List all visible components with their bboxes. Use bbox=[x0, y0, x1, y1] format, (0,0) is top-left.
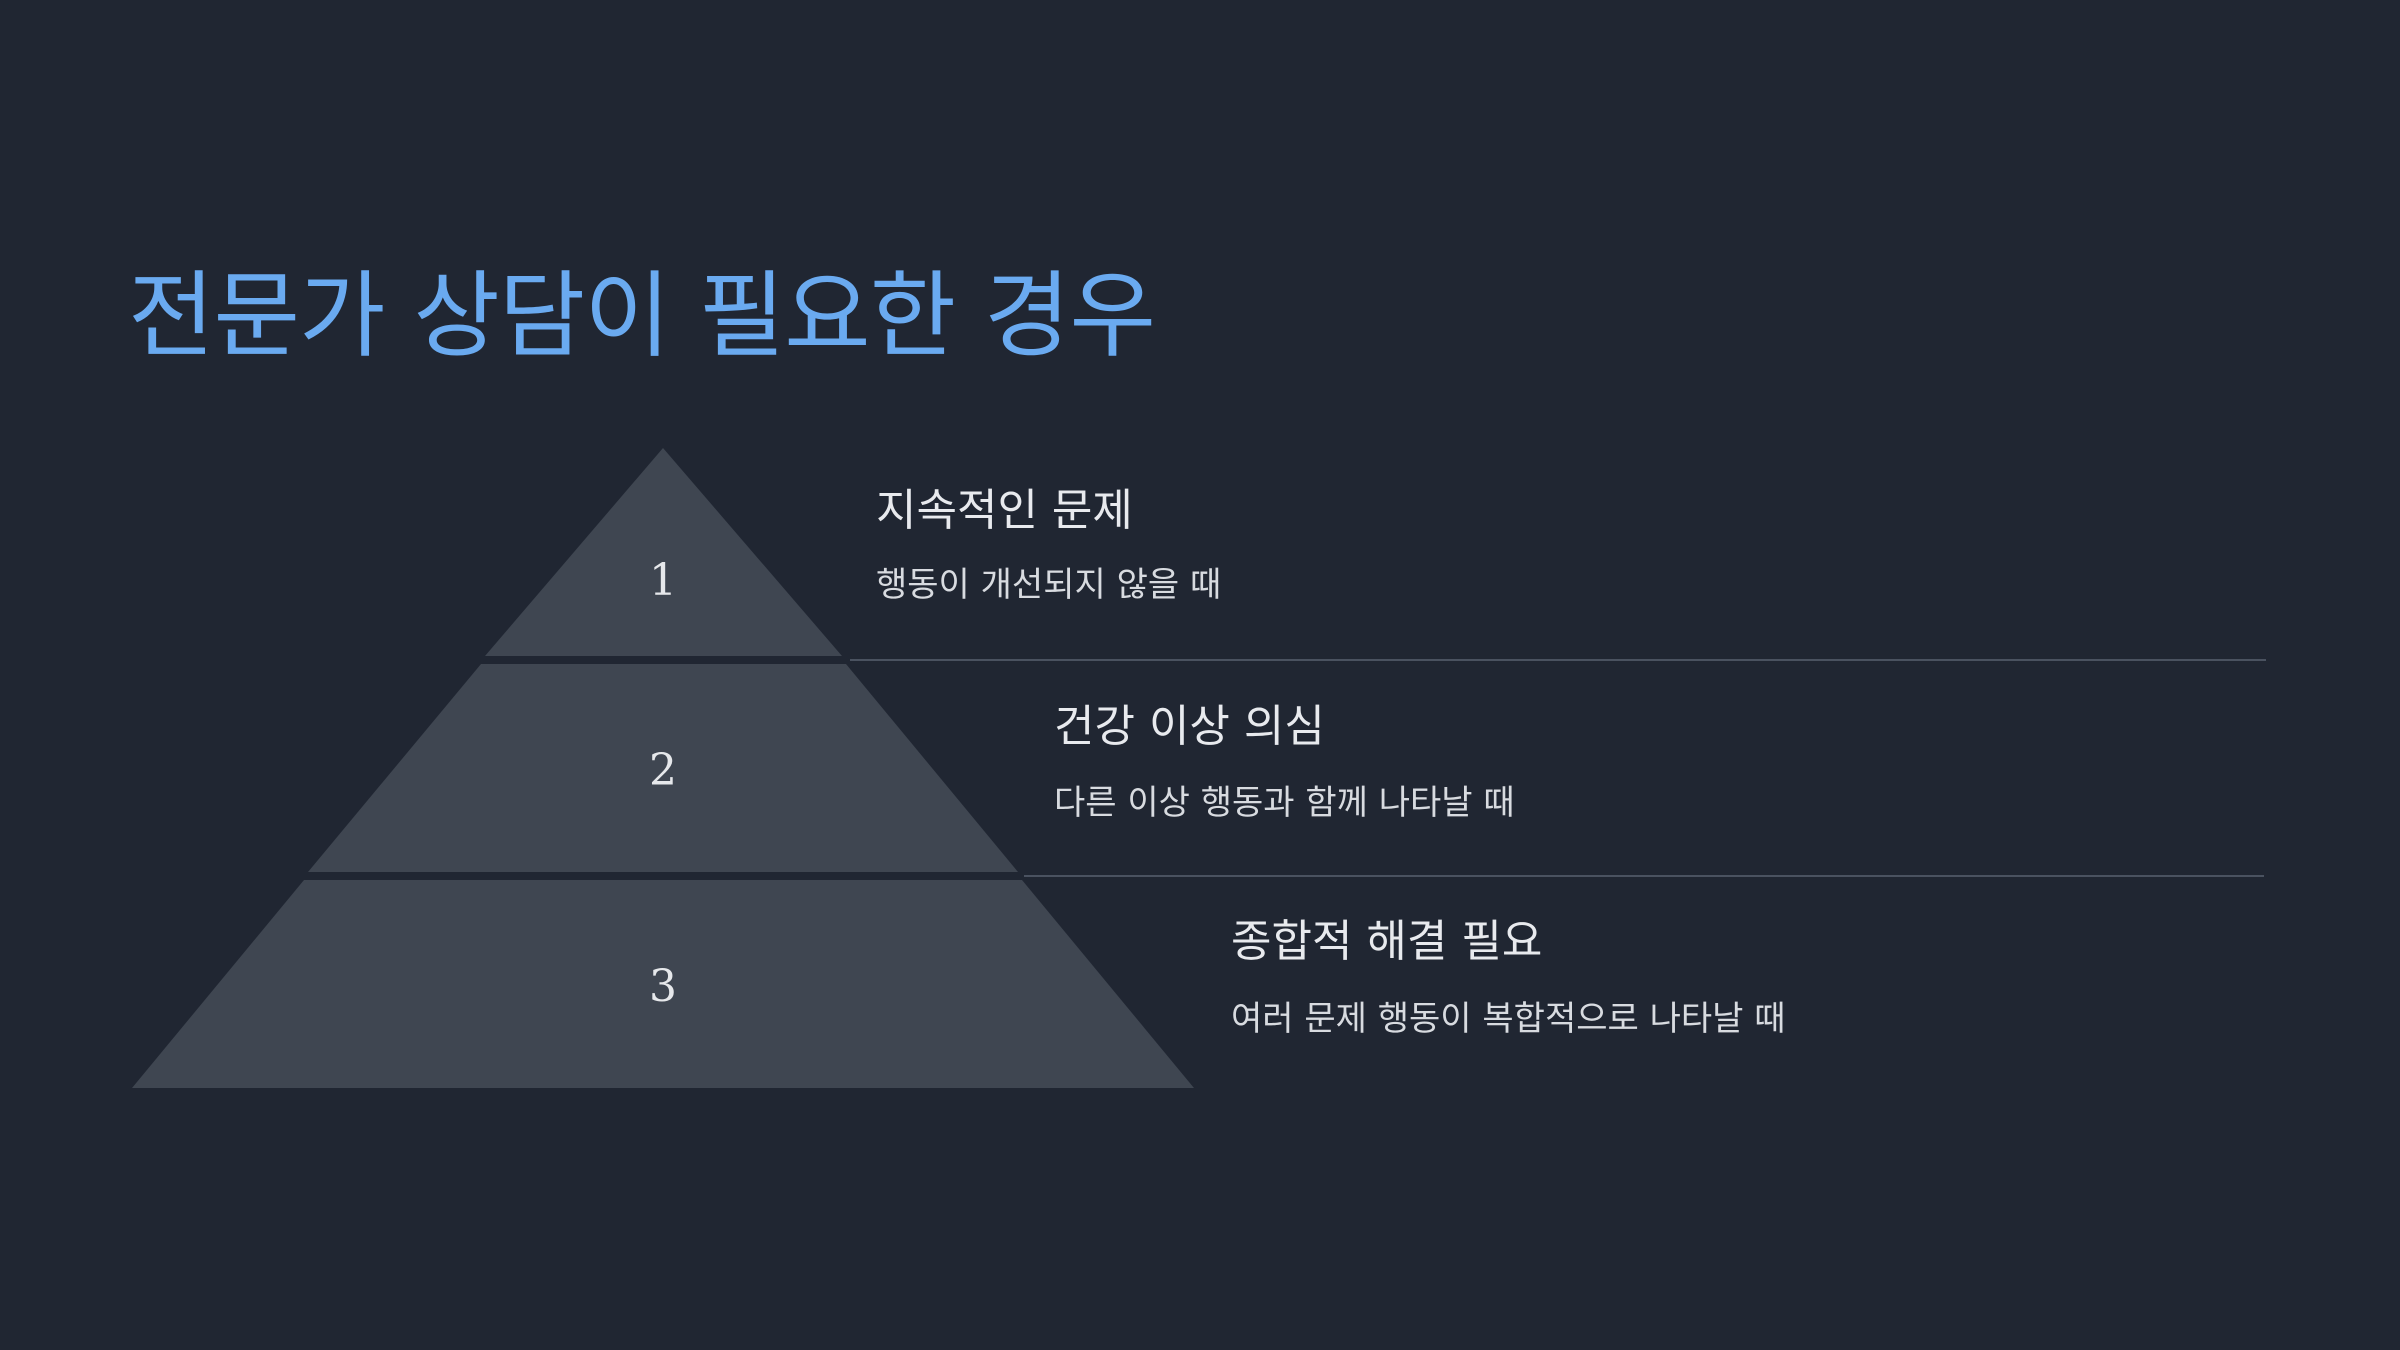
level-2-divider bbox=[1024, 875, 2264, 877]
pyramid-tier-1-number: 1 bbox=[649, 555, 677, 606]
level-1-heading: 지속적인 문제 bbox=[876, 485, 1133, 536]
pyramid-tier-2 bbox=[308, 664, 1018, 872]
pyramid-tier-3-number: 3 bbox=[649, 961, 677, 1012]
level-3-description: 여러 문제 행동이 복합적으로 나타날 때 bbox=[1231, 999, 1786, 1039]
level-3-heading: 종합적 해결 필요 bbox=[1231, 916, 1543, 967]
level-2-description: 다른 이상 행동과 함께 나타날 때 bbox=[1054, 783, 1515, 823]
slide-title: 전문가 상담이 필요한 경우 bbox=[128, 262, 1156, 371]
level-1-description: 행동이 개선되지 않을 때 bbox=[876, 565, 1222, 605]
level-2-heading: 건강 이상 의심 bbox=[1054, 701, 1325, 752]
pyramid-tier-2-number: 2 bbox=[649, 745, 677, 796]
pyramid-tier-3 bbox=[132, 880, 1194, 1088]
level-1-divider bbox=[850, 659, 2266, 661]
pyramid-tier-1 bbox=[485, 448, 842, 656]
